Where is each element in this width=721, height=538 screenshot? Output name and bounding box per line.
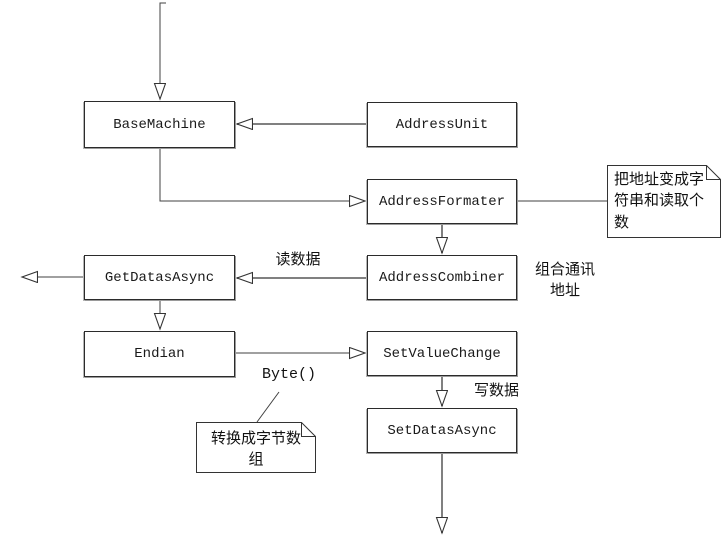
- node-setvaluechange-label: SetValueChange: [383, 345, 501, 362]
- edge-label-combine-address: 组合通讯地址: [534, 261, 595, 299]
- connector-basemachine-to-addressformater: [159, 148, 365, 201]
- note-byte-array-text: 转换成字节数组: [210, 430, 301, 469]
- note-outline-folded-corner: [196, 422, 316, 473]
- node-basemachine-label: BaseMachine: [113, 116, 206, 133]
- node-addressunit[interactable]: AddressUnit: [367, 102, 517, 147]
- node-getdatasasync-label: GetDatasAsync: [104, 269, 215, 286]
- node-addresscombiner[interactable]: AddressCombiner: [367, 255, 517, 300]
- edge-label-byte-call: Byte(): [262, 366, 317, 383]
- node-addresscombiner-label: AddressCombiner: [378, 269, 506, 286]
- node-basemachine[interactable]: BaseMachine: [84, 101, 235, 148]
- node-addressunit-label: AddressUnit: [395, 116, 489, 133]
- node-endian[interactable]: Endian: [84, 331, 235, 377]
- connector-note-to-byte-label: [256, 391, 280, 423]
- note-address-format[interactable]: 把地址变成字符串和读取个数: [607, 165, 721, 238]
- node-setdatasasync-label: SetDatasAsync: [387, 422, 497, 439]
- connector-top-entry-to-basemachine: [160, 2, 166, 99]
- edge-label-read-data: 读数据: [275, 251, 321, 268]
- node-addressformater-label: AddressFormater: [378, 193, 506, 210]
- node-addressformater[interactable]: AddressFormater: [367, 179, 517, 224]
- edge-label-write-data: 写数据: [474, 382, 520, 399]
- node-setdatasasync[interactable]: SetDatasAsync: [367, 408, 517, 453]
- node-setvaluechange[interactable]: SetValueChange: [367, 331, 517, 376]
- note-byte-array[interactable]: 转换成字节数组: [196, 422, 316, 473]
- node-endian-label: Endian: [134, 346, 185, 362]
- note-address-format-text: 把地址变成字符串和读取个数: [614, 171, 705, 231]
- node-getdatasasync[interactable]: GetDatasAsync: [84, 255, 235, 300]
